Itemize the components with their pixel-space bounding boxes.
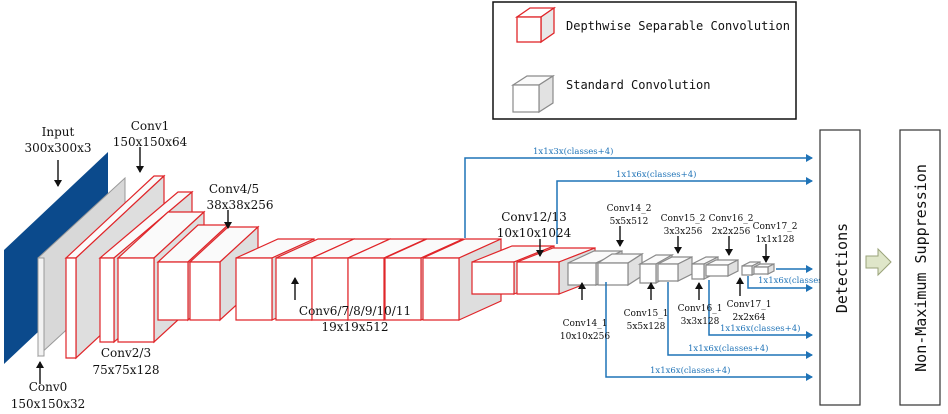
conv16-2-name: Conv16_2 [709, 214, 754, 224]
input-name: Input [42, 125, 75, 139]
legend-depthwise-label: Depthwise Separable Convolution [566, 19, 790, 33]
conv14-1-name: Conv14_1 [563, 319, 608, 329]
conv23-name: Conv2/3 [101, 346, 151, 360]
conv15-1-name: Conv15_1 [624, 309, 669, 319]
conv23-dim: 75x75x128 [93, 363, 160, 377]
conv16-2-block [705, 259, 739, 277]
conv6-11-name: Conv6/7/8/9/10/11 [299, 304, 411, 318]
legend: Depthwise Separable Convolution Standard… [492, 1, 797, 120]
branch-1 [464, 154, 813, 238]
conv17-2-dim: 1x1x128 [756, 235, 795, 245]
conv16-2-dim: 2x2x256 [712, 227, 751, 237]
conv15-2-dim: 3x3x256 [664, 227, 703, 237]
detections-box [819, 129, 861, 406]
conv14-2-dim: 5x5x512 [610, 217, 649, 227]
conv0-dim: 150x150x32 [11, 397, 86, 411]
conv14-2-block [595, 252, 645, 287]
nms-label: Non-Maximum Suppression [912, 164, 930, 372]
legend-standard-label: Standard Convolution [566, 78, 711, 92]
conv16-1-name: Conv16_1 [678, 304, 723, 314]
black-arrows [36, 147, 770, 384]
conv15-1-dim: 5x5x128 [627, 322, 666, 332]
conv1-dim: 150x150x64 [113, 135, 188, 149]
conv14-1-dim: 10x10x256 [560, 332, 611, 342]
input-dim: 300x300x3 [25, 141, 92, 155]
branch-5 [708, 280, 813, 339]
branch-4 [667, 282, 813, 359]
nms-box [899, 129, 941, 406]
branch-2 [556, 177, 813, 244]
layer-blocks [64, 174, 775, 360]
blue-branches [464, 154, 813, 381]
conv14-2-name: Conv14_2 [607, 204, 652, 214]
branch-6 [747, 276, 813, 292]
conv12-13-name: Conv12/13 [501, 210, 567, 224]
conv16-1-dim: 3x3x128 [681, 317, 720, 327]
legend-depthwise-swatch [514, 6, 557, 44]
conv45-dim: 38x38x256 [207, 198, 274, 212]
branch-label-4: 1x1x6x(classes+4) [688, 343, 768, 354]
conv0-name: Conv0 [29, 380, 68, 394]
detections-label: Detections [833, 223, 851, 313]
branch-label-1: 1x1x3x(classes+4) [533, 146, 613, 157]
conv17-2-name: Conv17_2 [753, 222, 798, 232]
conv45-name: Conv4/5 [209, 182, 259, 196]
conv17-2-block [753, 263, 775, 275]
conv6-11-dim: 19x19x512 [322, 320, 389, 334]
branch-label-5: 1x1x6x(classes+4) [720, 323, 800, 334]
right-arrow-icon [865, 247, 892, 277]
conv1-name: Conv1 [131, 119, 170, 133]
conv17-1-name: Conv17_1 [727, 300, 772, 310]
conv12-13-dim: 10x10x1024 [497, 226, 572, 240]
branch-label-6: 1x1x6x(classes+4) [758, 275, 838, 286]
branch-label-3: 1x1x6x(classes+4) [650, 365, 730, 376]
conv15-2-block [657, 256, 693, 282]
branch-label-2: 1x1x6x(classes+4) [616, 169, 696, 180]
conv17-1-dim: 2x2x64 [732, 313, 765, 323]
legend-standard-swatch [510, 74, 556, 114]
conv15-2-name: Conv15_2 [661, 214, 706, 224]
branch-3 [605, 282, 813, 381]
